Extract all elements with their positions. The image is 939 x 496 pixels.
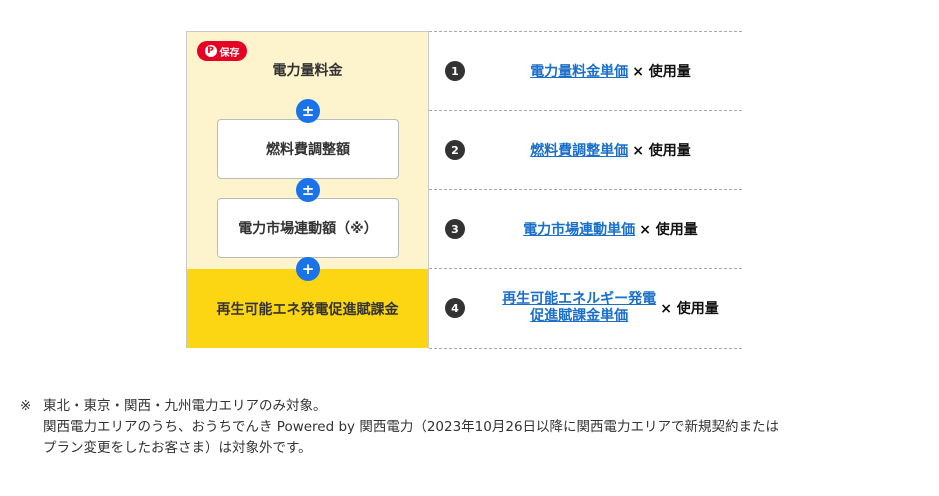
note-line: プラン変更をしたお客さま）は対象外です。 [43, 440, 312, 456]
formula-row: 2 燃料費調整単価 × 使用量 [429, 111, 742, 189]
pinterest-save-button[interactable]: P 保存 [197, 41, 247, 61]
times-usage-text: × 使用量 [639, 222, 698, 238]
renewable-levy-title: 再生可能エネ発電促進賦課金 [216, 302, 399, 318]
plus-minus-icon: ± [296, 99, 320, 123]
row-divider [429, 348, 742, 349]
pinterest-icon: P [204, 45, 217, 57]
fuel-adjustment-box: 燃料費調整額 [217, 119, 399, 179]
number-badge: 3 [445, 219, 465, 239]
renewable-levy-band [187, 269, 428, 348]
plus-icon: + [296, 257, 320, 281]
fuel-adjustment-unit-price-link[interactable]: 燃料費調整単価 [530, 143, 629, 159]
save-button-label: 保存 [219, 47, 240, 59]
row-divider [429, 31, 742, 32]
row-divider [429, 189, 742, 190]
times-usage-text: × 使用量 [632, 64, 691, 80]
row-divider [429, 110, 742, 111]
market-linked-unit-price-link[interactable]: 電力市場連動単価 [523, 222, 636, 238]
footnote: ※ 東北・東京・関西・九州電力エリアのみ対象。 関西電力エリアのうち、おうちでん… [20, 396, 779, 459]
link-line: 促進賦課金単価 [530, 308, 629, 324]
energy-unit-price-link[interactable]: 電力量料金単価 [530, 64, 629, 80]
times-usage-text: × 使用量 [632, 143, 691, 159]
link-line: 再生可能エネルギー発電 [502, 291, 657, 307]
plus-minus-icon: ± [296, 178, 320, 202]
price-breakdown-diagram [186, 31, 742, 349]
formula-row: 1 電力量料金単価 × 使用量 [429, 32, 742, 110]
formula-row: 4 再生可能エネルギー発電促進賦課金単価 × 使用量 [429, 269, 742, 347]
market-linked-box: 電力市場連動額（※） [217, 198, 399, 258]
note-mark: ※ [20, 398, 32, 414]
number-badge: 4 [445, 298, 465, 318]
times-usage-text: × 使用量 [660, 301, 719, 317]
number-badge: 1 [445, 61, 465, 81]
note-line: 東北・東京・関西・九州電力エリアのみ対象。 [43, 398, 327, 414]
note-line: 関西電力エリアのうち、おうちでんき Powered by 関西電力（2023年1… [43, 419, 780, 435]
renewable-levy-unit-price-link[interactable]: 再生可能エネルギー発電促進賦課金単価 [502, 291, 656, 325]
formula-row: 3 電力市場連動単価 × 使用量 [429, 190, 742, 268]
energy-charge-title: 電力量料金 [272, 63, 343, 79]
row-divider [429, 268, 742, 269]
number-badge: 2 [445, 140, 465, 160]
charge-components-column [186, 31, 429, 348]
